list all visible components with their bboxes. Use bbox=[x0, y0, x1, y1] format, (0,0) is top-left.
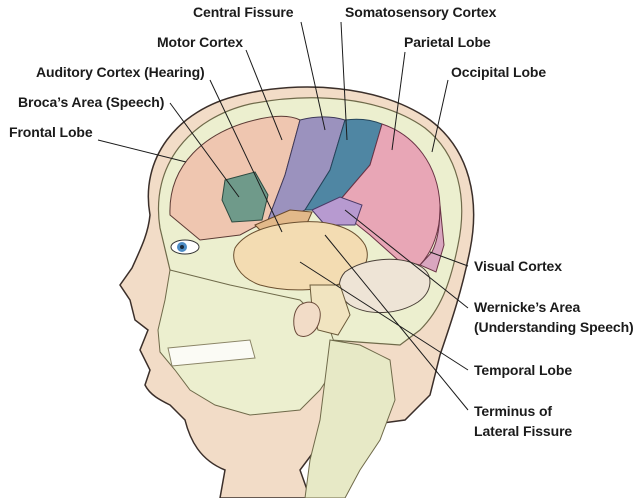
leader-auditory bbox=[209, 79, 283, 233]
leader-lines bbox=[97, 21, 469, 411]
leader-somatosensory bbox=[340, 21, 348, 141]
label-parietal-lobe: Parietal Lobe bbox=[404, 34, 491, 50]
brocas-area-region bbox=[221, 171, 269, 223]
label-terminus-sub: Lateral Fissure bbox=[474, 423, 573, 439]
leader-wernickes bbox=[344, 209, 469, 309]
leader-parietal-lobe bbox=[391, 51, 406, 151]
leader-temporal-lobe bbox=[299, 261, 469, 371]
label-visual-cortex: Visual Cortex bbox=[474, 258, 562, 274]
label-wernickes-area: Wernicke’s Area bbox=[474, 299, 581, 315]
leader-visual-cortex bbox=[429, 251, 469, 267]
label-motor-cortex: Motor Cortex bbox=[157, 34, 243, 50]
label-occipital-lobe: Occipital Lobe bbox=[451, 64, 547, 80]
label-auditory-cortex: Auditory Cortex (Hearing) bbox=[36, 64, 205, 80]
label-central-fissure: Central Fissure bbox=[193, 4, 294, 20]
label-terminus: Terminus of bbox=[474, 403, 552, 419]
leader-motor-cortex bbox=[245, 49, 283, 141]
leader-brocas bbox=[169, 102, 240, 198]
ear bbox=[293, 301, 321, 337]
label-somatosensory-cortex: Somatosensory Cortex bbox=[345, 4, 497, 20]
leader-frontal-lobe bbox=[97, 139, 187, 163]
label-frontal-lobe: Frontal Lobe bbox=[9, 124, 93, 140]
spine bbox=[304, 339, 396, 498]
leader-occipital bbox=[431, 79, 449, 153]
leader-central-fissure bbox=[300, 21, 326, 131]
teeth bbox=[167, 339, 256, 367]
label-brocas-area: Broca’s Area (Speech) bbox=[18, 94, 165, 110]
label-temporal-lobe: Temporal Lobe bbox=[474, 362, 573, 378]
eye-pupil bbox=[180, 245, 184, 249]
leader-terminus bbox=[324, 234, 469, 411]
label-wernickes-area-sub: (Understanding Speech) bbox=[474, 319, 634, 335]
